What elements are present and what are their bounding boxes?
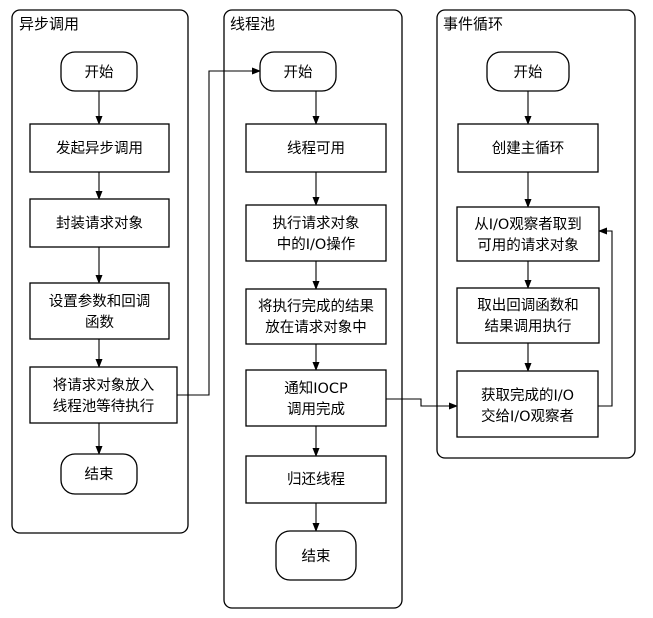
node-b-start-label: 开始 (284, 64, 313, 81)
node-b4: 通知IOCP 调用完成 (245, 369, 387, 427)
lane-event-loop: 事件循环 (436, 9, 636, 459)
node-c-start-label: 开始 (514, 64, 543, 81)
node-b-end-label: 结束 (302, 548, 331, 565)
node-a3: 设置参数和回调 函数 (29, 282, 170, 340)
lane-async-call: 异步调用 (11, 9, 189, 534)
node-a-start-label: 开始 (85, 64, 114, 81)
node-a1: 发起异步调用 (29, 123, 170, 173)
node-c2-label-line1: 从I/O观察者取到 (474, 215, 582, 233)
node-a4: 将请求对象放入 线程池等待执行 (29, 366, 178, 424)
node-a-start: 开始 (60, 51, 138, 92)
node-b-end: 结束 (275, 530, 357, 581)
node-b3-label-line1: 将执行完成的结果 (258, 298, 374, 315)
node-b1: 线程可用 (245, 123, 387, 173)
node-b2-label-line1: 执行请求对象 (273, 215, 360, 232)
node-b5-label: 归还线程 (287, 471, 345, 488)
node-b-start: 开始 (259, 51, 337, 92)
lane-title-async-call: 异步调用 (19, 15, 79, 33)
lane-title-thread-pool: 线程池 (230, 15, 275, 33)
lane-thread-pool: 线程池 (223, 9, 403, 609)
edge-b4-c4 (386, 398, 458, 410)
node-b4-label-line1: 通知IOCP (284, 380, 348, 397)
node-c1-label: 创建主循环 (492, 140, 565, 157)
node-c3-label-line2: 结果调用执行 (485, 318, 572, 335)
node-a3-label-line1: 设置参数和回调 (49, 293, 151, 310)
lane-title-event-loop: 事件循环 (443, 15, 503, 33)
node-c2: 从I/O观察者取到 可用的请求对象 (456, 206, 600, 262)
node-c2-label-line2: 可用的请求对象 (477, 237, 579, 254)
node-c4-label-line2: 交给I/O观察者 (481, 407, 574, 425)
node-b3: 将执行完成的结果 放在请求对象中 (245, 288, 387, 345)
edge-a4-b-start (177, 67, 261, 396)
node-b4-label-line2: 调用完成 (287, 401, 345, 418)
node-b2: 执行请求对象 中的I/O操作 (245, 204, 387, 262)
node-a1-label: 发起异步调用 (56, 140, 143, 157)
node-c4-label-line1: 获取完成的I/O (481, 387, 574, 404)
node-b5: 归还线程 (245, 455, 387, 504)
node-c1: 创建主循环 (457, 123, 599, 173)
edges (95, 67, 613, 532)
node-c3-label-line1: 取出回调函数和 (477, 297, 579, 314)
node-a2-label: 封装请求对象 (56, 215, 143, 232)
node-c3: 取出回调函数和 结果调用执行 (456, 287, 600, 344)
node-b2-label-line2: 中的I/O操作 (277, 236, 356, 253)
node-c4: 获取完成的I/O 交给I/O观察者 (456, 370, 599, 438)
node-c-start: 开始 (486, 51, 570, 92)
node-a2: 封装请求对象 (29, 198, 170, 248)
node-b1-label: 线程可用 (287, 140, 345, 157)
node-a4-label-line2: 线程池等待执行 (53, 397, 155, 415)
node-a-end: 结束 (60, 453, 138, 495)
node-b3-label-line2: 放在请求对象中 (265, 319, 367, 336)
node-a4-label-line1: 将请求对象放入 (53, 377, 155, 394)
edge-c4-c2-loop (598, 227, 613, 407)
node-a3-label-line2: 函数 (85, 314, 114, 331)
node-a-end-label: 结束 (85, 466, 114, 483)
